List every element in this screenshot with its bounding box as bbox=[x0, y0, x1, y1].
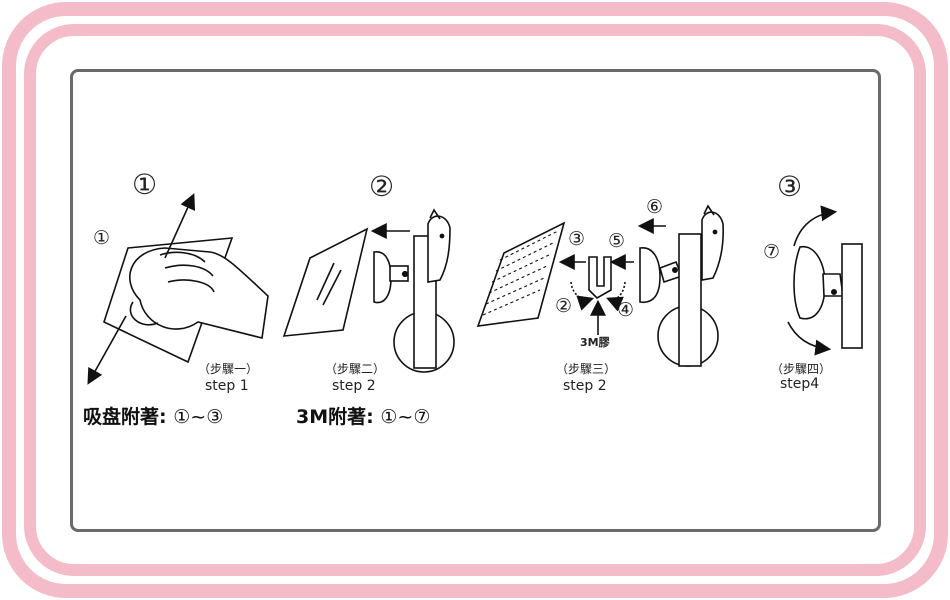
step3-marker-3: ③ bbox=[568, 228, 586, 250]
step4-cn-label: （步驟四） bbox=[771, 362, 832, 376]
step3-illustration bbox=[476, 204, 724, 367]
caption-3m-text: 3M附著: bbox=[296, 406, 374, 428]
caption-3m: 3M附著: ①~⑦ bbox=[296, 402, 430, 429]
step3-marker-5: ⑤ bbox=[608, 230, 626, 252]
suction-cup-icon bbox=[373, 251, 392, 304]
caption-suction: 吸盘附著: ①~③ bbox=[83, 402, 223, 429]
rotate-arrow-top bbox=[793, 205, 838, 247]
diagonal-arrow-down bbox=[87, 315, 127, 385]
diagonal-arrow-up bbox=[164, 193, 196, 259]
dotted-mirror-plate bbox=[476, 221, 566, 327]
step3-marker-2: ② bbox=[555, 295, 573, 317]
step1-en-label: step 1 bbox=[205, 378, 249, 394]
step3-cn-label: （步驟三） bbox=[556, 362, 617, 376]
caption-suction-text: 吸盘附著: bbox=[83, 406, 167, 428]
pole bbox=[841, 243, 863, 349]
step3-marker-4: ④ bbox=[617, 299, 635, 321]
step1-cn-label: （步驟一） bbox=[198, 362, 259, 376]
step4-en-label: step4 bbox=[780, 376, 820, 392]
step2-illustration bbox=[282, 208, 455, 373]
cat-figure-icon bbox=[427, 208, 451, 283]
step1-small-marker: ① bbox=[93, 227, 111, 249]
step4-big-marker: ③ bbox=[777, 170, 803, 203]
inner-pink-frame bbox=[24, 24, 926, 576]
hand-icon bbox=[129, 247, 269, 339]
step1-illustration bbox=[87, 193, 269, 385]
bracket-icon bbox=[588, 256, 612, 299]
step4-illustration bbox=[787, 205, 863, 356]
caption-suction-range: ①~③ bbox=[173, 406, 224, 428]
step1-big-marker: ① bbox=[132, 168, 158, 201]
step2-en-label: step 2 bbox=[332, 378, 376, 394]
caption-3m-range: ①~⑦ bbox=[380, 406, 431, 428]
step2-cn-label: （步驟二） bbox=[325, 362, 386, 376]
suction-cup-icon bbox=[639, 247, 661, 304]
glue-label: 3M膠 bbox=[580, 336, 610, 349]
step4-small-marker: ⑦ bbox=[763, 241, 781, 263]
step3-en-label: step 2 bbox=[563, 378, 607, 394]
suction-cup-icon bbox=[793, 246, 826, 320]
step2-big-marker: ② bbox=[369, 170, 395, 203]
step3-marker-6: ⑥ bbox=[646, 196, 664, 218]
cat-figure-icon bbox=[701, 204, 724, 281]
rotate-arrow-bottom bbox=[787, 321, 832, 356]
pole bbox=[678, 233, 702, 367]
